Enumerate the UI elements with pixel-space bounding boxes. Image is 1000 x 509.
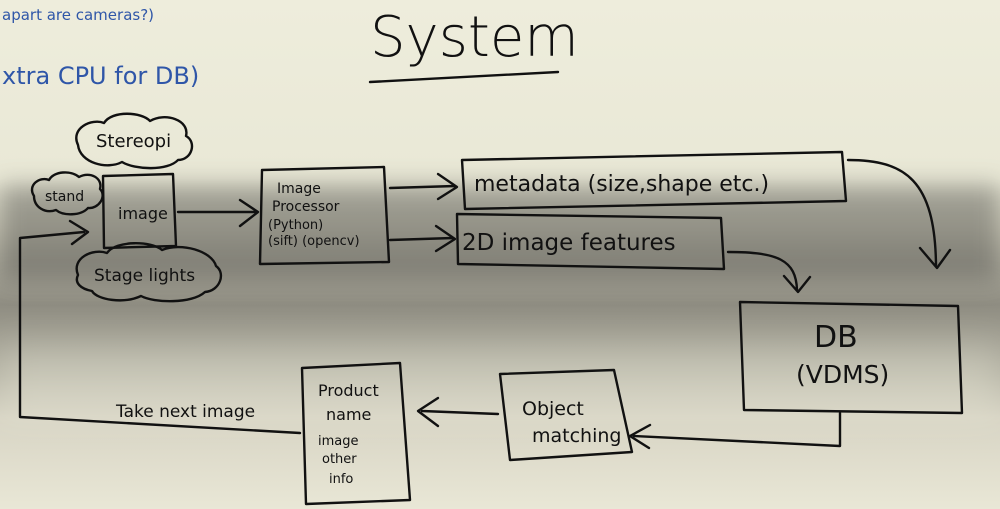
object-matching-box (498, 368, 634, 462)
stand-label: stand (45, 189, 84, 205)
title-underline (368, 70, 560, 84)
image-processor-box (258, 165, 391, 266)
arrow-to-features (388, 224, 457, 253)
product-box (300, 361, 412, 506)
metadata-box (460, 150, 848, 211)
features-label: 2D image features (462, 230, 676, 256)
product-line-4: other (322, 452, 357, 467)
arrow-features-to-db (726, 250, 812, 294)
features-box (455, 212, 726, 271)
metadata-label: metadata (size,shape etc.) (474, 172, 769, 197)
stage-lights-label: Stage lights (94, 266, 195, 286)
note-line-2: xtra CPU for DB) (2, 62, 199, 90)
stereopi-label: Stereopi (96, 131, 171, 152)
processor-line-4: (sift) (opencv) (268, 234, 360, 249)
object-label: Object (522, 398, 584, 420)
arrow-to-product (416, 396, 500, 428)
db-vdms-label: (VDMS) (796, 360, 889, 389)
stage-lights-cloud (75, 242, 223, 303)
note-line-1: apart are cameras?) (2, 6, 154, 24)
arrow-db-to-matching (628, 411, 842, 450)
title: System (370, 5, 579, 70)
product-line-1: Product (318, 381, 379, 400)
db-box (738, 300, 964, 415)
product-line-3: image (318, 434, 359, 449)
loop-back-arrow (18, 219, 302, 435)
stand-cloud (30, 171, 104, 216)
db-label: DB (814, 320, 858, 355)
processor-line-3: (Python) (268, 218, 323, 233)
arrow-image-to-processor (176, 198, 260, 228)
arrow-metadata-to-db (846, 158, 952, 270)
product-line-5: info (329, 472, 353, 487)
arrow-to-metadata (388, 172, 459, 201)
image-label: image (118, 204, 168, 223)
processor-line-2: Processor (272, 199, 340, 215)
product-line-2: name (326, 405, 371, 424)
stereopi-cloud (75, 112, 194, 170)
take-next-label: Take next image (115, 402, 255, 422)
matching-label: matching (532, 425, 621, 447)
processor-line-1: Image (277, 181, 321, 197)
